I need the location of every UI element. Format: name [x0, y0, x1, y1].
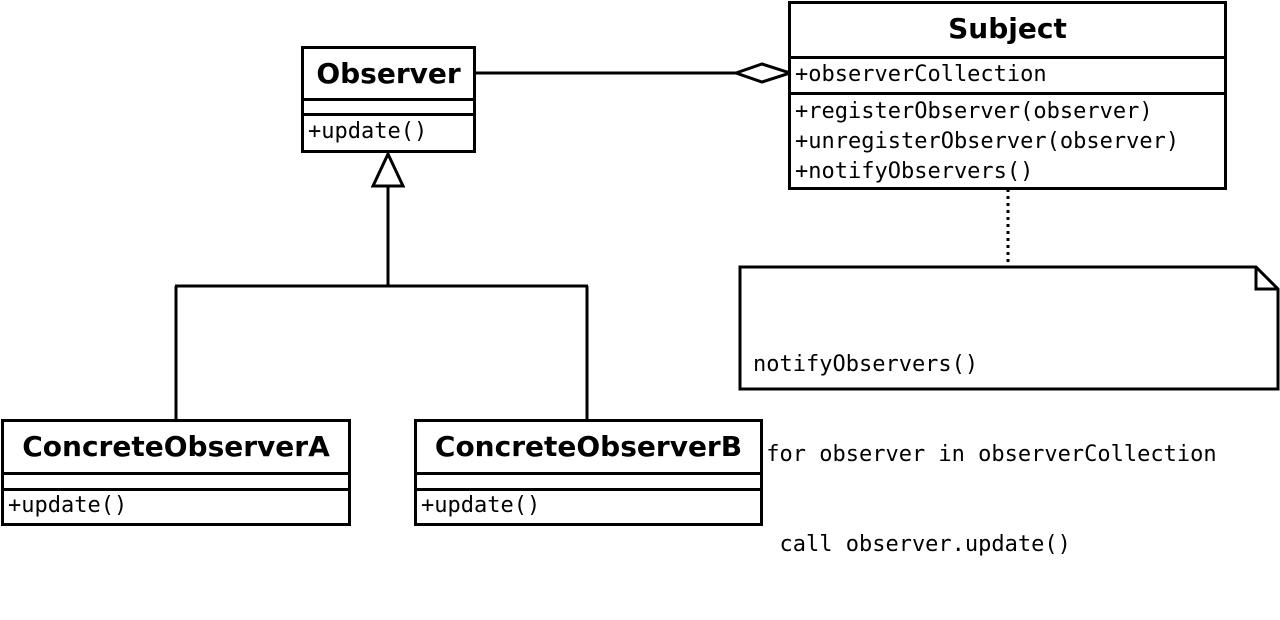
- class-concrete-observer-a-name: ConcreteObserverA: [4, 422, 348, 475]
- class-observer-name: Observer: [304, 49, 473, 101]
- class-concrete-observer-b-operations: +update(): [417, 491, 760, 521]
- operation: +notifyObservers(): [795, 159, 1034, 184]
- aggregation-diamond: [731, 62, 795, 84]
- class-concrete-observer-a-attributes: [4, 475, 348, 491]
- generalization-arrowhead: [370, 150, 406, 188]
- note-content: notifyObservers() for observer in observ…: [753, 290, 1217, 620]
- class-observer: Observer +update(): [301, 46, 476, 153]
- note-line: call observer.update(): [753, 532, 1071, 557]
- operation: +registerObserver(observer): [795, 99, 1153, 124]
- class-observer-attributes: [304, 101, 473, 116]
- class-subject-name: Subject: [791, 4, 1224, 59]
- class-concrete-observer-b-attributes: [417, 475, 760, 491]
- connectors: [174, 62, 1280, 421]
- note-shape: [738, 265, 1280, 391]
- class-concrete-observer-a: ConcreteObserverA +update(): [1, 419, 351, 526]
- class-concrete-observer-a-operations: +update(): [4, 491, 348, 521]
- uml-observer-diagram: Observer +update() Subject +observerColl…: [1, 1, 1280, 557]
- class-subject: Subject +observerCollection +registerObs…: [788, 1, 1227, 190]
- operation: +update(): [308, 119, 428, 144]
- note-fold: [1254, 267, 1278, 291]
- operation: +update(): [421, 493, 541, 518]
- class-observer-operations: +update(): [304, 116, 473, 148]
- class-concrete-observer-b: ConcreteObserverB +update(): [414, 419, 763, 526]
- operation: +update(): [8, 493, 128, 518]
- operation: +unregisterObserver(observer): [795, 129, 1180, 154]
- attribute: +observerCollection: [795, 62, 1047, 87]
- class-subject-attributes: +observerCollection: [791, 59, 1224, 95]
- note-line: notifyObservers(): [753, 352, 979, 377]
- class-concrete-observer-b-name: ConcreteObserverB: [417, 422, 760, 475]
- class-subject-operations: +registerObserver(observer) +unregisterO…: [791, 95, 1224, 187]
- note-line: for observer in observerCollection: [753, 442, 1217, 467]
